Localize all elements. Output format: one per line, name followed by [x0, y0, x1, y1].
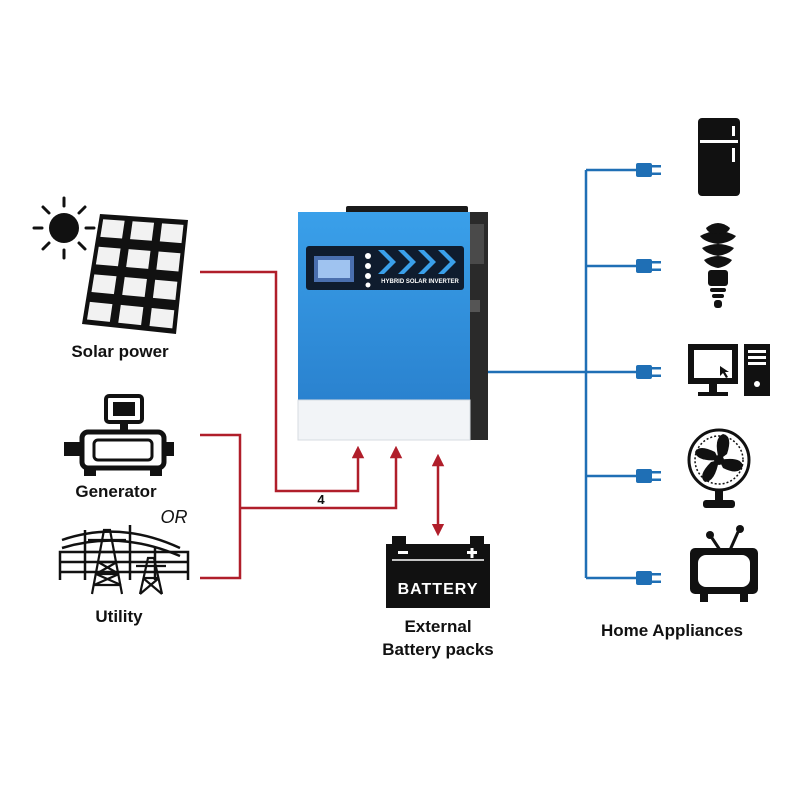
solar-cell: [87, 301, 113, 322]
computer-icon: [688, 344, 770, 396]
generator-label: Generator: [75, 482, 157, 501]
utility-label: Utility: [95, 607, 143, 626]
plug-icon: [636, 259, 661, 273]
solar-cell: [126, 249, 151, 269]
battery-caption-line2: Battery packs: [382, 640, 494, 659]
refrigerator-icon: [698, 118, 740, 196]
solar-cell: [149, 307, 175, 329]
battery-box-label: BATTERY: [398, 581, 479, 598]
fan-icon: [687, 428, 751, 508]
inverter-panel-label: HYBRID SOLAR INVERTER: [381, 279, 459, 285]
output-wires: [488, 168, 636, 580]
solar-panel-icon: [82, 214, 188, 334]
solar-cell: [100, 219, 125, 239]
inverter-icon: HYBRID SOLAR INVERTER: [297, 206, 488, 441]
or-label: OR: [161, 507, 188, 527]
utility-tower-main: [86, 528, 166, 595]
solar-cell: [95, 246, 121, 267]
sun-icon: [32, 196, 96, 260]
plug-icon: [636, 469, 661, 483]
wire-number-label: 4: [317, 492, 325, 507]
plug-icon: [636, 365, 661, 379]
solar-cell: [152, 279, 178, 300]
battery-icon: BATTERY: [386, 536, 490, 608]
television-icon: [690, 525, 758, 602]
plug-icon: [636, 571, 661, 585]
light-bulb-icon: [700, 223, 736, 308]
solar-cell: [159, 223, 184, 244]
solar-cell: [118, 304, 144, 326]
solar-cell: [156, 251, 181, 272]
input-wires: [200, 270, 445, 580]
plug-icon: [636, 163, 661, 177]
home-appliances-label: Home Appliances: [601, 621, 743, 640]
generator-icon: [64, 394, 174, 476]
solar-cell: [91, 274, 117, 295]
solar-cell: [130, 221, 155, 241]
battery-caption-line1: External: [404, 617, 471, 636]
plug-icons: [636, 163, 661, 585]
solar-cell: [122, 277, 147, 298]
solar-power-label: Solar power: [71, 342, 169, 361]
